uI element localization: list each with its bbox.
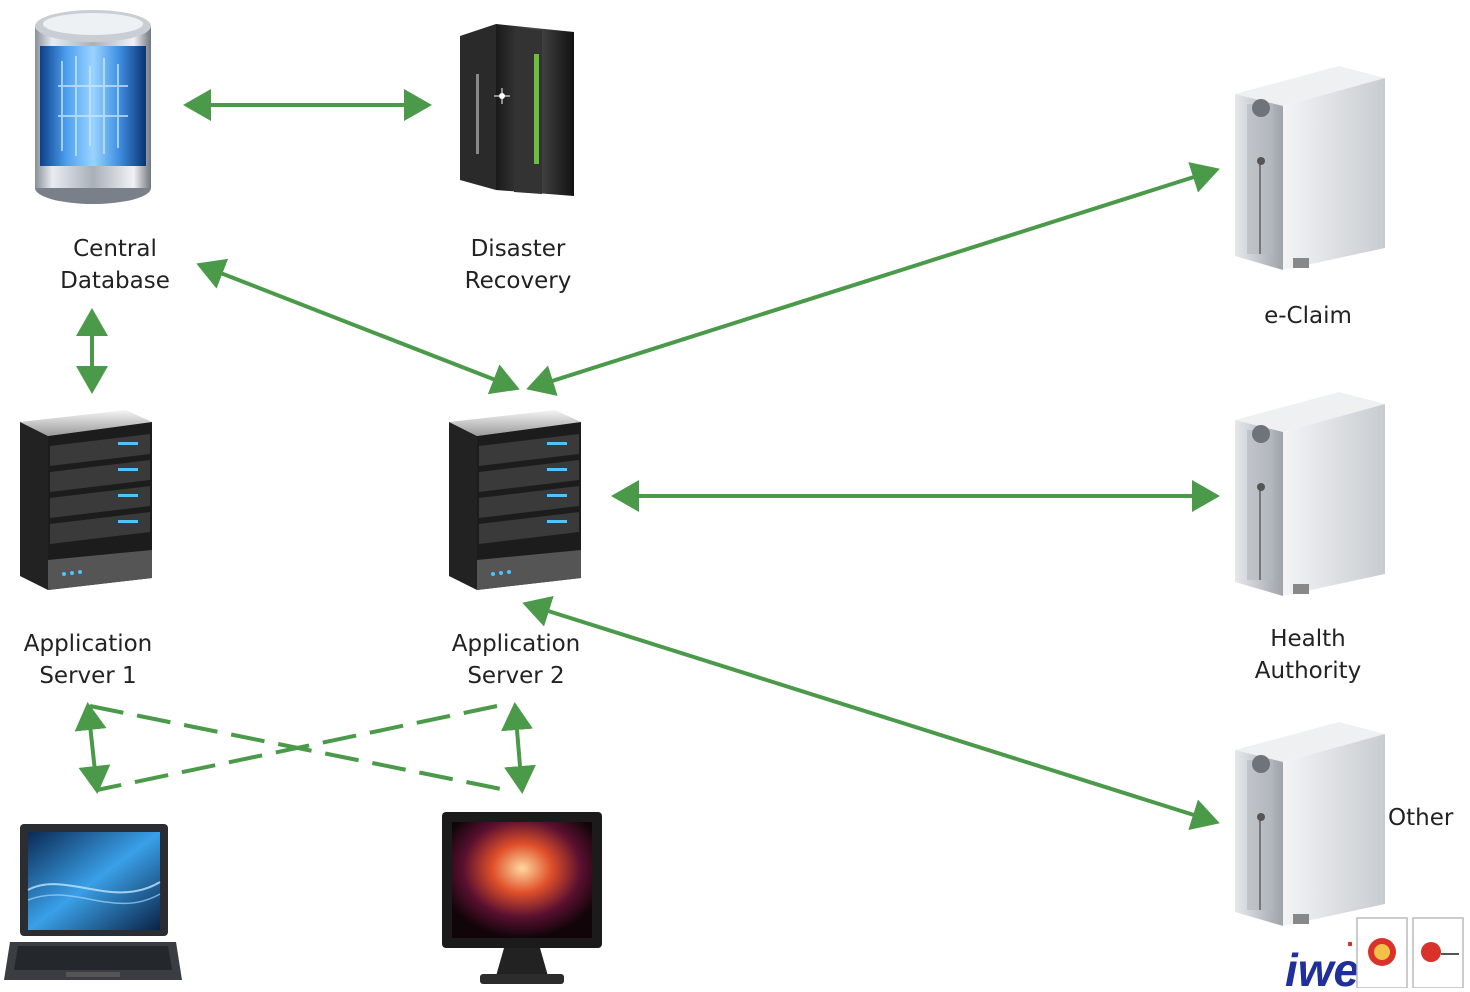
link-app-server-1-laptop — [74, 702, 111, 794]
logo-emblem-icon: iwe — [1285, 917, 1464, 992]
health-authority-label: Health Authority — [1254, 626, 1362, 684]
link-app-server-2-other — [522, 595, 1220, 831]
laptop-icon — [4, 824, 182, 980]
other-label: Other — [1388, 805, 1454, 831]
application-server-2-label: Application Server 2 — [451, 631, 581, 689]
rack-server-icon — [449, 410, 581, 590]
application-server-1-node — [18, 410, 154, 596]
tower-server-icon — [1235, 722, 1385, 926]
disaster-recovery-label: Disaster Recovery — [464, 236, 572, 294]
e-claim-node — [1233, 64, 1389, 274]
central-database-node — [32, 6, 154, 206]
application-server-1-label: Application Server 1 — [23, 631, 153, 689]
laptop-node — [4, 820, 182, 988]
disaster-recovery-node — [456, 14, 582, 202]
monitor-node — [440, 810, 604, 988]
application-server-2-node — [447, 410, 583, 596]
desktop-monitor-icon — [442, 812, 602, 984]
tower-server-icon — [1235, 66, 1385, 270]
link-central-db-app-server-2 — [196, 258, 520, 395]
health-authority-node — [1233, 390, 1389, 600]
central-database-label: Central Database — [60, 236, 170, 294]
rack-server-icon — [20, 410, 152, 590]
database-cylinder-icon — [35, 10, 151, 204]
tower-server-icon — [1235, 392, 1385, 596]
mainframe-server-icon — [460, 24, 574, 196]
organization-logo: iwe — [1283, 912, 1470, 992]
e-claim-label: e-Claim — [1264, 303, 1352, 329]
other-node — [1233, 720, 1389, 930]
link-app-server-2-monitor — [501, 702, 536, 794]
link-eclaim-app-server-2 — [526, 162, 1220, 396]
logo-text: iwe — [1285, 944, 1359, 988]
link-app-server-2-laptop-dashed — [96, 704, 498, 792]
